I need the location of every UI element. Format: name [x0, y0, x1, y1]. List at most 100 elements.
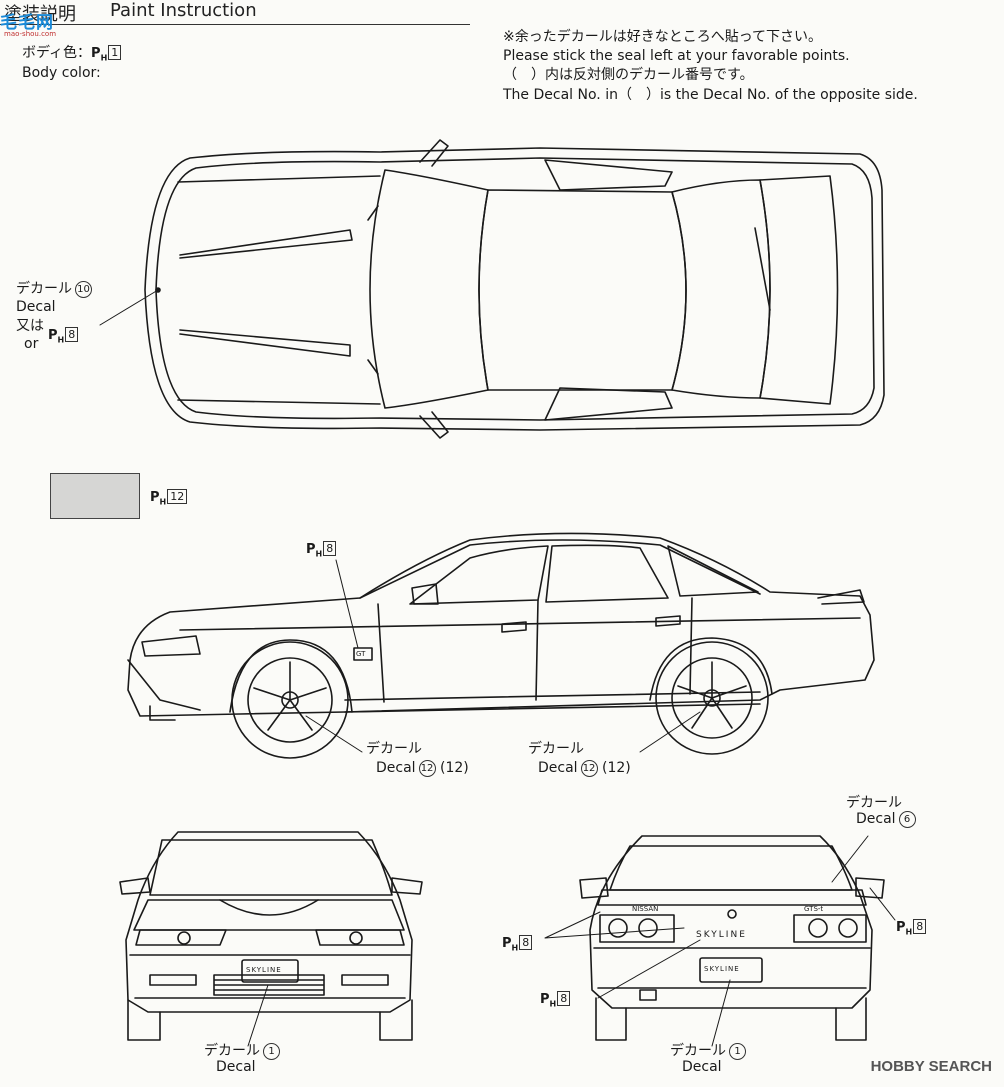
title-japanese: 塗装説明: [4, 4, 76, 25]
rear-exhaust: [639, 989, 657, 1001]
top-windshield: [369, 169, 489, 409]
rear-taillight-right: [793, 914, 867, 943]
front-wheel-spokes: [253, 661, 327, 731]
side-gt-badge: GT: [356, 650, 366, 658]
side-gt-emblem: [353, 647, 373, 661]
side-body-outline: [127, 532, 875, 717]
rear-window: [609, 845, 853, 891]
front-lights-left: [135, 929, 227, 946]
body-color-english: Body color:: [22, 65, 101, 81]
rear-decal-en: Decal: [682, 1059, 722, 1075]
color-swatch: [50, 473, 140, 519]
side-headlight: [141, 635, 201, 657]
rear-gts-badge: GTS-t: [804, 905, 824, 913]
rear-mirror-left: [579, 877, 609, 899]
side-front-bumper: [127, 659, 201, 721]
top-mirror-lower: [419, 411, 449, 439]
side-rear-arch: [649, 637, 773, 701]
header-rule: [0, 24, 470, 25]
top-trunk: [759, 175, 839, 405]
side-quarter-window: [667, 545, 759, 597]
front-view-car: [119, 831, 423, 1047]
rear-decal6-jp: デカール: [846, 795, 902, 811]
front-mirror-left: [119, 877, 151, 895]
top-wiper: [367, 205, 771, 375]
front-bumper: [129, 954, 411, 999]
note-line-4: The Decal No. in（ ）is the Decal No. of t…: [503, 87, 918, 103]
front-decal-leader: [247, 984, 269, 1047]
rear-bumper: [593, 947, 871, 989]
front-grille: [213, 974, 325, 996]
rear-wheel: [655, 641, 769, 755]
note-line-1: ※余ったデカールは好きなところへ貼って下さい。: [503, 29, 823, 45]
top-view-car: [99, 139, 885, 439]
side-rear-window: [545, 544, 669, 603]
side-door-lines: [377, 597, 693, 703]
top-hood-crease-1: [179, 229, 353, 259]
rear-skyline-badge: SKYLINE: [696, 930, 747, 940]
rear-view-car: [544, 835, 896, 1047]
paint-number-box: 1: [108, 45, 122, 60]
wheel-front-callout: デカール: [366, 741, 422, 757]
top-decal-leader: [99, 289, 159, 326]
top-mirror-upper: [419, 139, 449, 167]
watermark-url: mao-shou.com: [4, 30, 57, 38]
side-view-car: [127, 532, 875, 759]
rear-wheel-spokes: [677, 661, 747, 729]
top-side-window-upper: [544, 159, 673, 191]
front-tires: [127, 999, 413, 1041]
front-hood: [133, 899, 405, 931]
top-hood-line: [177, 175, 381, 405]
wheel-front-leader: [305, 715, 363, 753]
top-decal-en: Decal: [16, 299, 56, 315]
note-line-2: Please stick the seal left at your favor…: [503, 48, 850, 64]
note-line-3: （ ）内は反対側のデカール番号です。: [503, 67, 754, 83]
top-body-outline: [144, 147, 885, 431]
rear-leaders: [544, 835, 896, 1047]
body-color-jp: ボディ色：: [22, 45, 92, 61]
top-roof: [478, 189, 687, 391]
side-handles: [501, 615, 681, 633]
side-spoiler: [817, 589, 865, 605]
watermark-logo: 毛毛网: [0, 13, 54, 33]
paint-code: PH: [91, 46, 108, 63]
rear-spoiler: [597, 889, 867, 906]
rear-mirror-right: [855, 877, 885, 899]
side-roofline: [359, 539, 761, 599]
rear-taillight-left: [599, 914, 675, 943]
side-rocker: [344, 691, 761, 713]
top-rear-window: [671, 179, 771, 399]
front-hood-bulge: [219, 899, 319, 916]
front-plate: [241, 959, 299, 983]
rear-plate-text: SKYLINE: [704, 965, 740, 973]
side-beltline: [179, 617, 861, 631]
top-hood-crease-2: [179, 329, 351, 357]
front-decal-en: Decal: [216, 1059, 256, 1075]
side-mirror: [411, 583, 439, 605]
wheel-rear-leader: [639, 711, 701, 753]
top-decal-or-en: or: [24, 336, 39, 352]
front-wheel: [231, 641, 349, 759]
front-foglamps: [149, 974, 389, 986]
rear-nissan-badge: NISSAN: [632, 905, 659, 913]
side-paint-leader: [335, 559, 359, 649]
top-side-window-lower: [544, 387, 673, 421]
front-body-outline: [125, 831, 413, 1013]
front-plate-text: SKYLINE: [246, 966, 282, 974]
wheel-rear-callout: デカール: [528, 741, 584, 757]
title-english: Paint Instruction: [110, 0, 257, 21]
front-lights-right: [315, 929, 405, 946]
